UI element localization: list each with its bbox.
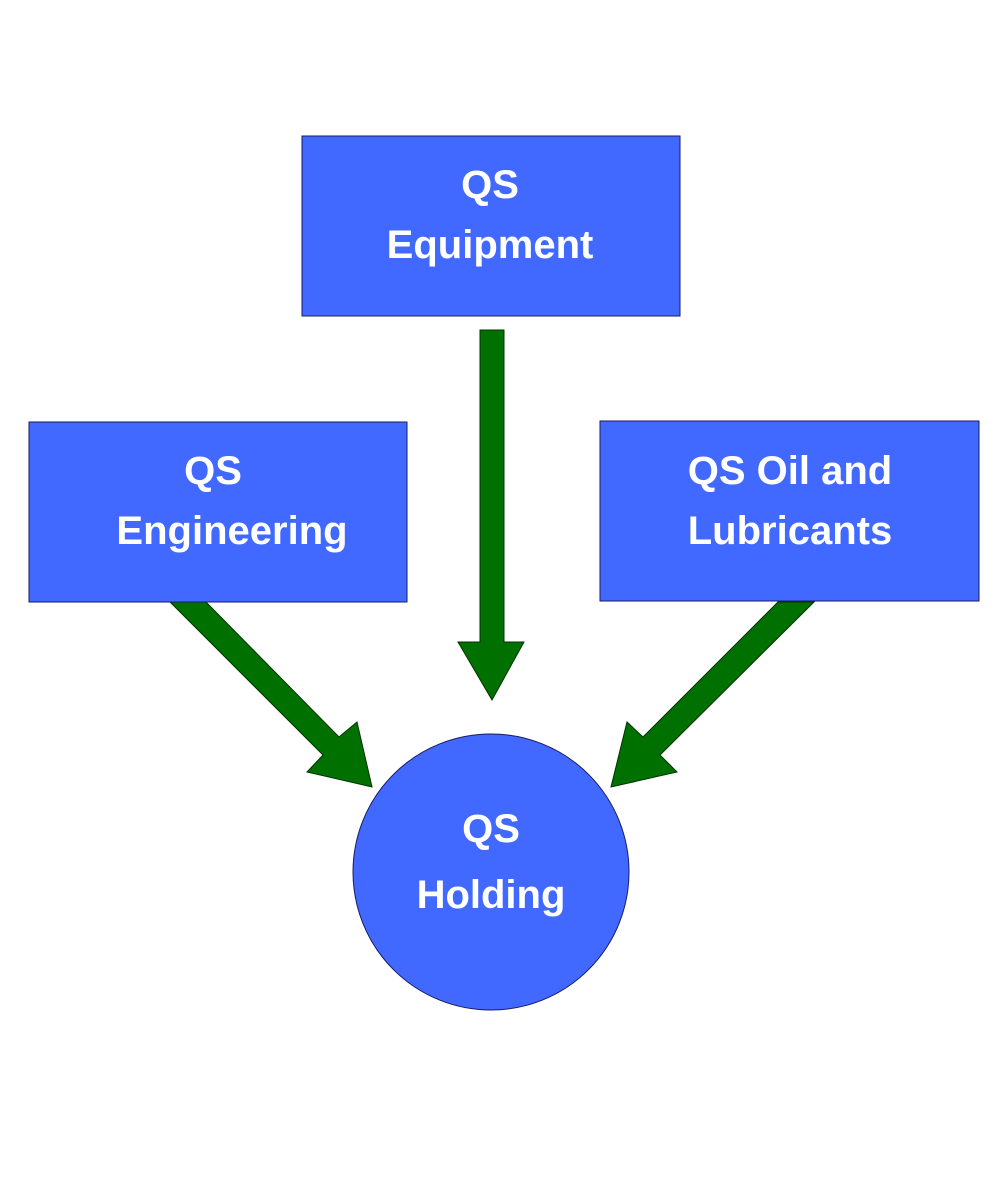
node-qs-engineering-line1: QS — [184, 449, 242, 493]
node-qs-oil-line1: QS Oil and — [688, 449, 892, 493]
node-qs-equipment-line2: Equipment — [387, 223, 594, 267]
node-qs-equipment-line1: QS — [461, 163, 519, 207]
node-qs-holding-line1: QS — [462, 807, 520, 851]
node-qs-oil-line2: Lubricants — [688, 509, 892, 553]
node-qs-equipment: QS Equipment — [301, 135, 681, 317]
arrow-oil-to-holding — [610, 601, 816, 788]
node-qs-holding-line2: Holding — [417, 873, 566, 917]
node-qs-holding: QS Holding — [352, 733, 630, 1011]
node-qs-engineering-line2: Engineering — [116, 509, 347, 553]
node-qs-oil-and-lubricants: QS Oil and Lubricants — [599, 420, 980, 602]
arrow-engineering-to-holding — [168, 601, 373, 788]
arrow-equipment-to-holding — [457, 329, 525, 702]
node-qs-engineering: QS Engineering — [28, 421, 408, 603]
